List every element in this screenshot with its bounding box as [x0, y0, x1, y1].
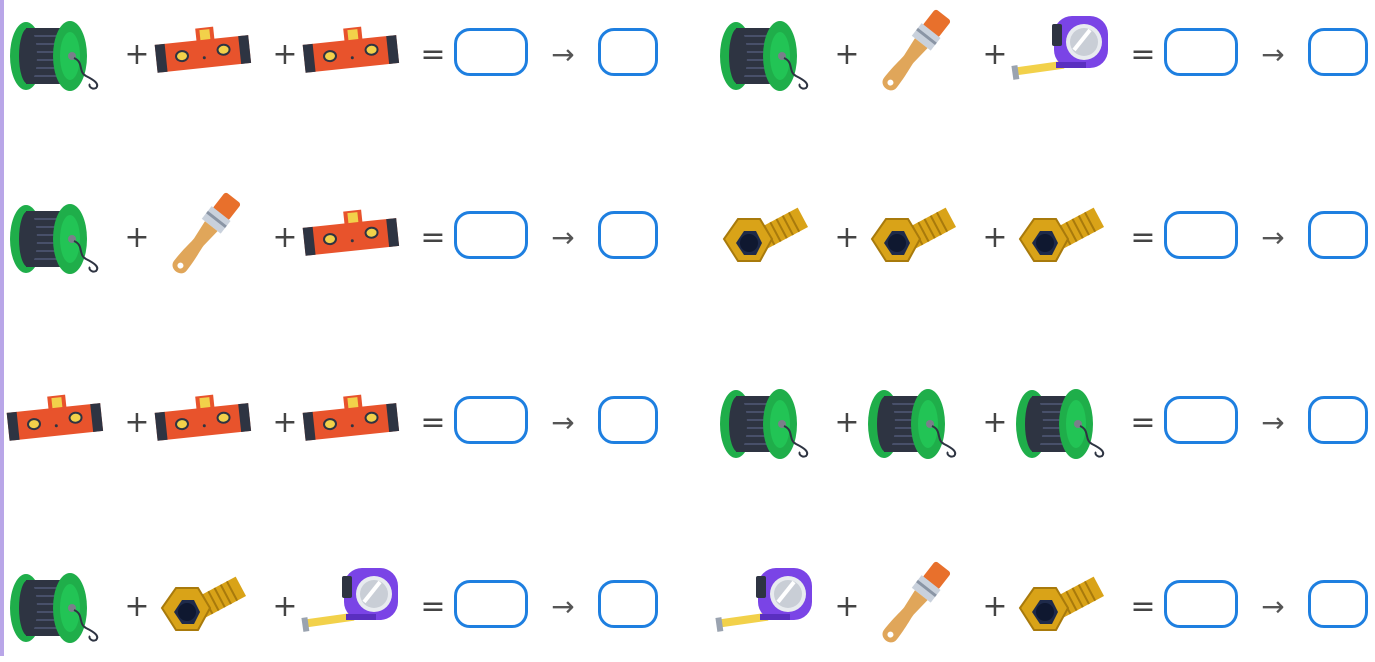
wire-spool-icon — [862, 368, 962, 478]
spirit-level-icon — [4, 368, 104, 478]
arrow-icon: → — [1261, 38, 1285, 71]
arrow-icon: → — [551, 406, 575, 439]
equation-row: + + = → — [4, 368, 664, 478]
wire-spool-icon — [714, 0, 814, 110]
spirit-level-icon — [300, 0, 400, 110]
plus-sign: + — [982, 220, 1008, 255]
arrow-icon: → — [1261, 221, 1285, 254]
hex-bolt-icon — [1010, 183, 1110, 293]
tape-measure-icon — [714, 552, 814, 662]
plus-sign: + — [982, 405, 1008, 440]
arrow-icon: → — [1261, 406, 1285, 439]
sum-answer-box[interactable] — [1164, 28, 1238, 76]
tape-measure-icon — [300, 552, 400, 662]
equation-row: + + = → — [714, 368, 1374, 478]
sum-answer-box[interactable] — [1164, 580, 1238, 628]
spirit-level-icon — [152, 368, 252, 478]
spirit-level-icon — [300, 183, 400, 293]
spirit-level-icon — [300, 368, 400, 478]
wire-spool-icon — [4, 183, 104, 293]
wire-spool-icon — [1010, 368, 1110, 478]
result-answer-box[interactable] — [598, 580, 658, 628]
tape-measure-icon — [1010, 0, 1110, 110]
equals-sign: = — [1130, 589, 1156, 624]
equals-sign: = — [1130, 405, 1156, 440]
arrow-icon: → — [1261, 590, 1285, 623]
sum-answer-box[interactable] — [454, 396, 528, 444]
equals-sign: = — [1130, 37, 1156, 72]
result-answer-box[interactable] — [598, 396, 658, 444]
plus-sign: + — [834, 37, 860, 72]
sum-answer-box[interactable] — [454, 580, 528, 628]
plus-sign: + — [834, 220, 860, 255]
paint-brush-icon — [152, 183, 252, 293]
sum-answer-box[interactable] — [1164, 211, 1238, 259]
equals-sign: = — [420, 37, 446, 72]
sum-answer-box[interactable] — [454, 28, 528, 76]
wire-spool-icon — [714, 368, 814, 478]
arrow-icon: → — [551, 38, 575, 71]
plus-sign: + — [982, 37, 1008, 72]
equation-row: + + = → — [4, 552, 664, 662]
equation-row: + + = → — [714, 0, 1374, 110]
sum-answer-box[interactable] — [454, 211, 528, 259]
plus-sign: + — [124, 405, 150, 440]
wire-spool-icon — [4, 0, 104, 110]
plus-sign: + — [124, 37, 150, 72]
result-answer-box[interactable] — [598, 28, 658, 76]
plus-sign: + — [124, 589, 150, 624]
hex-bolt-icon — [1010, 552, 1110, 662]
equation-row: + + = → — [714, 552, 1374, 662]
equals-sign: = — [420, 589, 446, 624]
equation-row: + + = → — [4, 0, 664, 110]
paint-brush-icon — [862, 0, 962, 110]
result-answer-box[interactable] — [1308, 396, 1368, 444]
result-answer-box[interactable] — [1308, 28, 1368, 76]
plus-sign: + — [272, 405, 298, 440]
wire-spool-icon — [4, 552, 104, 662]
equals-sign: = — [1130, 220, 1156, 255]
plus-sign: + — [982, 589, 1008, 624]
plus-sign: + — [124, 220, 150, 255]
equals-sign: = — [420, 405, 446, 440]
paint-brush-icon — [862, 552, 962, 662]
plus-sign: + — [272, 220, 298, 255]
spirit-level-icon — [152, 0, 252, 110]
plus-sign: + — [272, 37, 298, 72]
hex-bolt-icon — [714, 183, 814, 293]
result-answer-box[interactable] — [1308, 211, 1368, 259]
plus-sign: + — [272, 589, 298, 624]
result-answer-box[interactable] — [598, 211, 658, 259]
left-edge-bar — [0, 0, 4, 656]
hex-bolt-icon — [862, 183, 962, 293]
plus-sign: + — [834, 405, 860, 440]
arrow-icon: → — [551, 221, 575, 254]
arrow-icon: → — [551, 590, 575, 623]
equation-row: + + = → — [714, 183, 1374, 293]
sum-answer-box[interactable] — [1164, 396, 1238, 444]
equation-row: + + = → — [4, 183, 664, 293]
equals-sign: = — [420, 220, 446, 255]
hex-bolt-icon — [152, 552, 252, 662]
result-answer-box[interactable] — [1308, 580, 1368, 628]
plus-sign: + — [834, 589, 860, 624]
